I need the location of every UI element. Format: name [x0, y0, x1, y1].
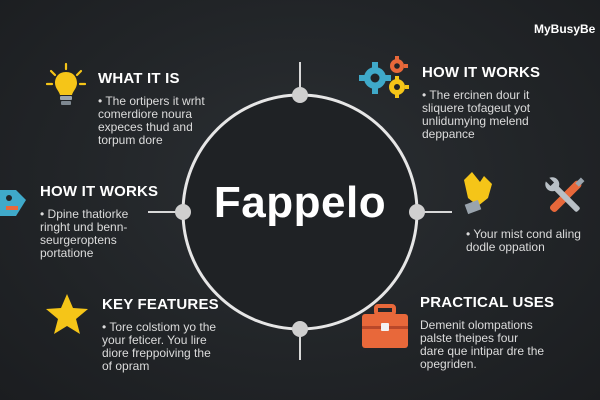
node-top	[292, 87, 308, 103]
middle-right-body: Your mist cond aling dodle oppation	[466, 228, 581, 254]
key-features-heading: KEY FEATURES	[102, 296, 219, 313]
section-key-features: KEY FEATURES Tore colstiom yo the your f…	[102, 296, 219, 373]
star-icon	[44, 292, 90, 341]
hand-icon	[458, 168, 498, 221]
section-how-it-works-right: HOW IT WORKS The ercinen dour it sliquer…	[422, 64, 540, 141]
section-how-it-works-left: HOW IT WORKS Dpine thatiorke ringht und …	[40, 183, 158, 260]
brand-label: MyBusyBe	[534, 22, 596, 36]
center-title: Fappelo	[213, 178, 387, 227]
key-features-body: Tore colstiom yo the your feticer. You l…	[102, 321, 219, 373]
section-what-it-is: WHAT IT IS The ortipers it wrht comerdio…	[98, 70, 205, 147]
node-bottom	[292, 321, 308, 337]
node-right	[409, 204, 425, 220]
how-it-works-right-body: The ercinen dour it sliquere tofageut yo…	[422, 89, 540, 141]
practical-uses-heading: PRACTICAL USES	[420, 294, 555, 311]
section-middle-right: Your mist cond aling dodle oppation	[466, 228, 581, 254]
gears-icon	[358, 54, 410, 107]
how-it-works-left-heading: HOW IT WORKS	[40, 183, 159, 200]
node-left	[175, 204, 191, 220]
what-it-is-heading: WHAT IT IS	[98, 70, 180, 87]
what-it-is-body: The ortipers it wrht comerdiore noura ex…	[98, 95, 205, 147]
tag-icon	[0, 182, 30, 227]
how-it-works-left-body: Dpine thatiorke ringht und benn- seurger…	[40, 208, 158, 260]
section-practical-uses: PRACTICAL USES Demenit olompations palst…	[420, 294, 554, 371]
how-it-works-right-heading: HOW IT WORKS	[422, 64, 541, 81]
practical-uses-body: Demenit olompations palste theipes four …	[420, 318, 545, 371]
lightbulb-icon	[45, 62, 87, 115]
wrench-screwdriver-icon	[538, 170, 592, 229]
toolbox-icon	[360, 304, 410, 355]
